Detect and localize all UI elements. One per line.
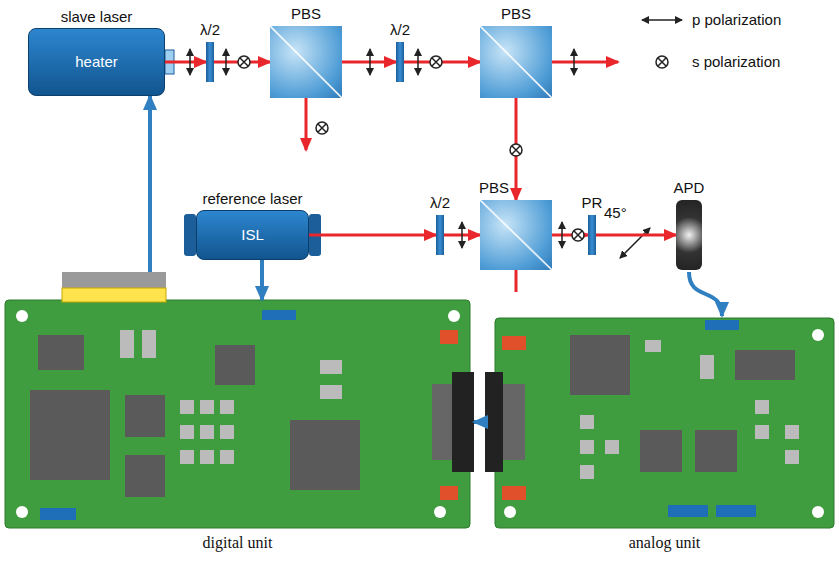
circuit-board: analog unit bbox=[495, 318, 834, 528]
part-label: PBS bbox=[501, 5, 531, 22]
beam bbox=[552, 61, 618, 64]
part-label: reference laser bbox=[202, 190, 302, 207]
waveplate: λ/2 bbox=[436, 215, 444, 255]
beam-splitter-cube: PBS bbox=[480, 200, 552, 270]
p-polarization-mark bbox=[225, 49, 227, 75]
part-label: PBS bbox=[479, 179, 509, 196]
circuit-board bbox=[485, 318, 834, 528]
circuit-board bbox=[5, 272, 474, 528]
beam bbox=[305, 98, 308, 150]
legend-sample bbox=[642, 19, 682, 21]
p-polarization-mark bbox=[461, 222, 463, 248]
part-label: λ/2 bbox=[200, 21, 220, 38]
p-polarization-mark bbox=[573, 49, 575, 75]
waveplate: λ/2 bbox=[206, 42, 214, 82]
signal-arrow bbox=[689, 272, 722, 316]
s-polarization-mark bbox=[316, 122, 328, 134]
s-polarization-mark bbox=[238, 56, 250, 68]
part-label: digital unit bbox=[203, 534, 273, 552]
beam-splitter-cube: PBS bbox=[270, 26, 342, 98]
polarization-arrow bbox=[620, 228, 650, 258]
beam bbox=[515, 270, 518, 292]
laser-box: slave laserheater bbox=[28, 28, 165, 96]
laser-beam bbox=[309, 234, 436, 237]
signal-arrow bbox=[148, 96, 152, 272]
p-polarization-mark bbox=[561, 222, 563, 248]
beam-splitter-cube: PBS bbox=[480, 26, 552, 98]
s-polarization-mark bbox=[430, 56, 442, 68]
part-label: APD bbox=[674, 179, 705, 196]
part-label: λ/2 bbox=[430, 194, 450, 211]
signal-arrow bbox=[474, 420, 485, 424]
legend-text: s polarization bbox=[692, 53, 780, 70]
photodiode: APD bbox=[676, 200, 702, 270]
p-polarization-mark bbox=[189, 49, 191, 75]
circuit-board: digital unit bbox=[5, 300, 470, 528]
s-polarization-mark bbox=[510, 144, 522, 156]
p-polarization-mark bbox=[417, 49, 419, 75]
legend-sample bbox=[656, 56, 668, 68]
signal-arrow bbox=[260, 260, 264, 300]
part-text: heater bbox=[75, 53, 118, 70]
laser-cap bbox=[184, 214, 196, 256]
waveplate: λ/2 bbox=[396, 42, 404, 82]
laser-beam bbox=[165, 61, 206, 64]
part-text: ISL bbox=[241, 226, 264, 243]
s-polarization-mark bbox=[572, 229, 584, 241]
part-label: analog unit bbox=[629, 534, 701, 552]
laser-box: reference laserISL bbox=[196, 210, 309, 260]
part-label: λ/2 bbox=[390, 21, 410, 38]
legend-text: p polarization bbox=[692, 11, 781, 28]
laser-beam bbox=[596, 234, 676, 237]
angle-label: 45° bbox=[604, 204, 627, 221]
part-label: slave laser bbox=[61, 8, 133, 25]
part-label: PBS bbox=[291, 5, 321, 22]
p-polarization-mark bbox=[369, 49, 371, 75]
laser-beam bbox=[342, 61, 396, 64]
polarization-rotator: PR bbox=[588, 215, 596, 255]
part-label: PR bbox=[582, 194, 603, 211]
